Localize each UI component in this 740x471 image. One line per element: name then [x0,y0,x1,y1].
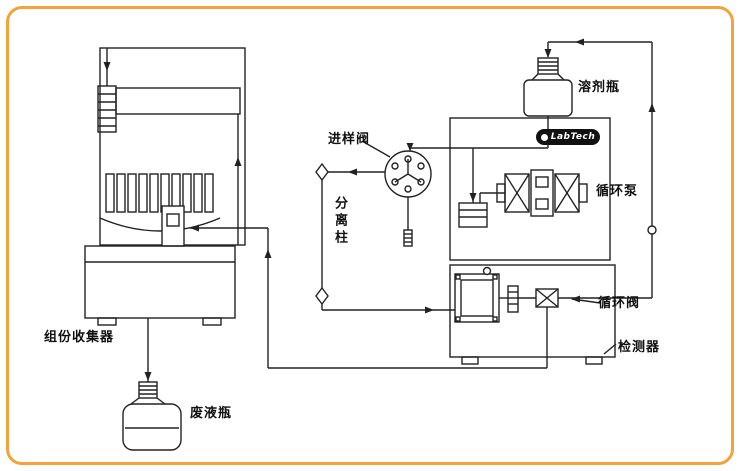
label-injection-valve: 进样阀 [328,132,371,147]
detector-drawing [449,264,617,365]
label-fraction-collector: 组份收集器 [44,330,115,345]
pump-box-drawing [406,116,611,261]
labtech-logo-icon [540,133,548,141]
circulation-pump-port [647,225,657,235]
label-waste-bottle: 废液瓶 [190,406,233,421]
label-detector: 检测器 [618,340,661,355]
label-solvent-bottle: 溶剂瓶 [578,80,621,95]
arrow-down-icon [406,143,414,151]
arrow-left-icon [190,224,199,232]
arrow-down-icon [103,62,111,71]
arrow-up-icon [234,157,242,166]
label-separation-column: 分离柱 [332,196,347,247]
label-circulation-pump: 循环泵 [596,184,639,199]
labtech-logo: LabTech [536,129,600,145]
arrow-down-icon [144,372,152,381]
arrow-up-icon [264,249,272,258]
arrow-up-icon [648,103,656,112]
label-circulation-valve: 循环阀 [598,296,641,311]
arrow-left-icon [571,295,580,303]
labtech-logo-text: LabTech [550,132,596,142]
flow-lines [190,38,657,369]
arrow-down-icon [544,49,552,58]
waste-bottle-drawing [122,318,182,451]
circulation-valve-drawing [499,285,652,368]
fraction-collector-drawing [84,47,246,326]
separation-column-drawing [315,162,455,314]
arrow-left-icon [348,168,357,176]
injection-valve-drawing [361,140,432,247]
arrow-left-icon [575,38,584,46]
arrow-down-icon [469,193,477,202]
arrow-right-icon [425,306,434,314]
solvent-bottle-drawing [523,57,573,117]
